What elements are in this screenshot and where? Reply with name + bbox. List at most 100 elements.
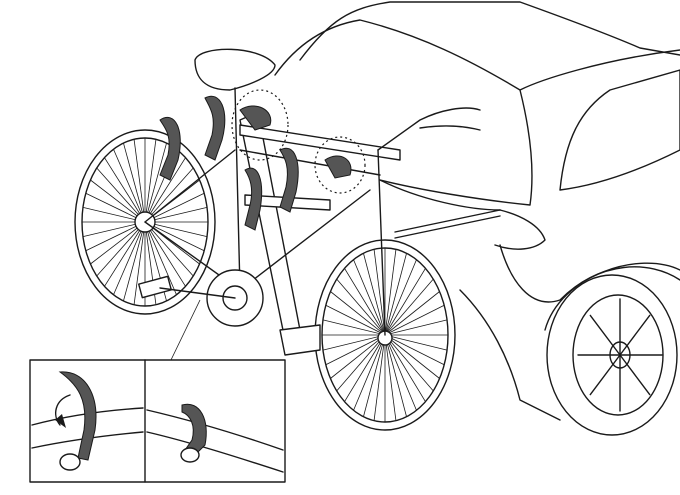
- car-bumper: [459, 289, 561, 421]
- rack-top-strap-edge: [394, 215, 501, 239]
- spoke: [96, 221, 146, 277]
- strap-3: [244, 167, 263, 231]
- car-hatch-edge: [379, 179, 501, 211]
- arrow-icon: [55, 414, 66, 428]
- car-roof: [299, 1, 680, 61]
- spoke: [336, 278, 386, 336]
- spoke: [344, 334, 386, 402]
- inset-2-knob: [180, 447, 200, 463]
- car-body-side: [519, 49, 680, 91]
- inset-step-2: [146, 403, 284, 473]
- car-rim-spokes: [577, 298, 663, 412]
- car-rear-window: [274, 19, 533, 206]
- spoke: [144, 221, 177, 295]
- spoke: [384, 334, 407, 417]
- spoke: [353, 334, 386, 411]
- spoke: [144, 192, 205, 223]
- callout-circle-1: [231, 89, 289, 161]
- callout-leader: [169, 299, 201, 363]
- spoke: [363, 253, 386, 336]
- car-hub: [609, 341, 631, 369]
- spoke: [384, 334, 440, 379]
- spoke: [336, 334, 386, 392]
- spoke: [363, 334, 386, 417]
- bike-frame: [137, 48, 481, 336]
- spoke: [373, 249, 386, 336]
- spoke: [85, 221, 146, 252]
- spoke: [133, 139, 146, 223]
- spoke: [90, 221, 146, 265]
- spoke: [384, 253, 407, 336]
- inset-step-1: [31, 371, 144, 471]
- spoke: [104, 221, 146, 287]
- spoke: [322, 334, 386, 351]
- car-side-window: [559, 69, 680, 191]
- spoke: [90, 179, 146, 223]
- spoke: [144, 221, 194, 277]
- spoke: [133, 221, 146, 305]
- strap-5: [239, 105, 272, 131]
- brake-lever: [419, 125, 481, 131]
- crank-arm: [159, 287, 236, 299]
- down-tube: [239, 189, 371, 291]
- spoke: [113, 149, 146, 223]
- spoke: [384, 334, 434, 392]
- inset-1-strap: [58, 371, 97, 461]
- spoke: [144, 142, 167, 223]
- car: [274, 1, 680, 421]
- strap-4: [279, 147, 299, 213]
- strap-6: [324, 155, 352, 179]
- spoke: [373, 334, 386, 421]
- spoke: [330, 291, 386, 336]
- spoke: [384, 334, 417, 411]
- car-tail-light: [494, 209, 546, 250]
- detail-inset: [29, 359, 286, 483]
- car-wheel-arch: [544, 262, 680, 331]
- spoke: [104, 157, 146, 223]
- spoke: [144, 167, 194, 223]
- bike-saddle: [194, 48, 276, 91]
- spoke: [384, 304, 445, 336]
- top-tube: [239, 149, 381, 176]
- spoke: [85, 192, 146, 223]
- rack-arm-upper: [239, 124, 401, 161]
- spoke: [384, 268, 426, 336]
- spoke: [325, 304, 386, 336]
- seat-tube: [234, 87, 241, 291]
- spoke: [322, 319, 386, 336]
- spoke: [384, 334, 397, 421]
- strap-2: [204, 95, 226, 161]
- strap-1: [159, 117, 181, 181]
- spoke: [123, 221, 146, 302]
- pedal: [137, 275, 173, 299]
- spoke: [344, 268, 386, 336]
- spoke: [589, 314, 621, 356]
- rack-foot: [279, 324, 321, 356]
- spoke: [589, 354, 621, 396]
- fork: [377, 149, 386, 336]
- spoke: [144, 221, 205, 252]
- spoke: [384, 334, 445, 366]
- rear-tire: [74, 129, 216, 315]
- spoke: [384, 278, 434, 336]
- spoke: [384, 319, 448, 336]
- inset-2-tube: [146, 409, 284, 473]
- spoke: [619, 314, 651, 356]
- car-lower-body: [499, 244, 680, 303]
- callout-circle-2: [314, 136, 366, 194]
- inset-1-knob: [59, 453, 81, 471]
- spoke: [96, 167, 146, 223]
- handlebar: [377, 107, 481, 151]
- spoke: [353, 259, 386, 336]
- spoke: [384, 334, 426, 402]
- spoke: [144, 221, 186, 287]
- car-wheel: [546, 274, 678, 436]
- spoke: [330, 334, 386, 379]
- spoke: [619, 354, 651, 396]
- car-rim: [572, 294, 664, 416]
- spoke: [384, 291, 440, 336]
- spoke: [113, 221, 146, 295]
- spoke: [384, 249, 397, 336]
- rack-top-strap: [394, 209, 501, 233]
